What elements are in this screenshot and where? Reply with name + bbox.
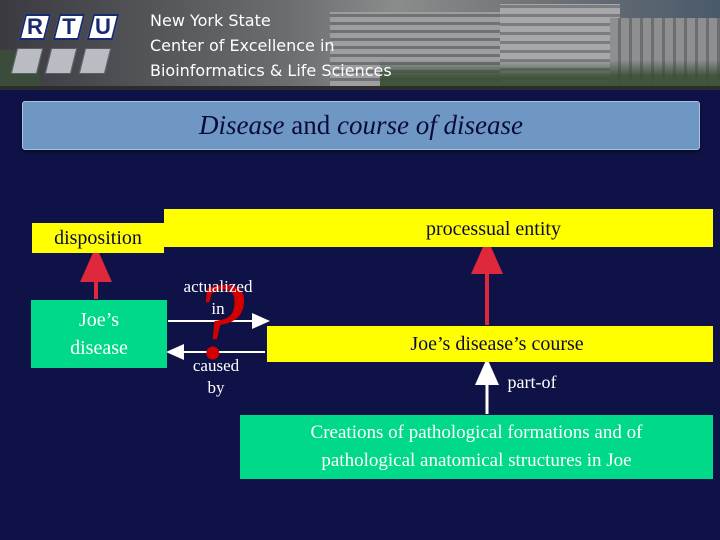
institution-line: Center of Excellence in [150, 36, 335, 55]
caused-by-label: caused by [178, 355, 254, 399]
slide-title: Disease and course of disease [22, 101, 700, 150]
label-line: actualized [183, 277, 253, 296]
title-part: Disease [199, 110, 285, 140]
title-part: and [284, 110, 337, 140]
background-photo-trees [380, 60, 720, 86]
title-part: course of disease [337, 110, 523, 140]
institution-line: New York State [150, 11, 271, 30]
joes-disease-line: Joe’s [79, 309, 119, 331]
label-line: caused [192, 356, 240, 375]
creations-line: Creations of pathological formations and… [310, 422, 643, 443]
joes-disease-box: Joe’s disease [31, 300, 167, 368]
part-of-label: part-of [507, 372, 557, 392]
joes-disease-line: disease [70, 337, 128, 359]
header-divider [0, 86, 720, 90]
label-line: by [207, 378, 225, 397]
institution-line: Bioinformatics & Life Sciences [150, 61, 392, 80]
question-mark-icon: ? [190, 260, 245, 382]
institution-name: New York State Center of Excellence in B… [150, 8, 392, 83]
header-banner: R T U New York State Center of Excellenc… [0, 0, 720, 86]
disposition-box: disposition [32, 223, 164, 253]
label-line: in [211, 299, 225, 318]
creations-box: Creations of pathological formations and… [240, 415, 713, 479]
processual-entity-box: processual entity [164, 209, 713, 247]
disease-course-box: Joe’s disease’s course [267, 326, 713, 362]
creations-line: pathological anatomical structures in Jo… [321, 450, 632, 471]
actualized-in-label: actualized in [170, 276, 266, 320]
